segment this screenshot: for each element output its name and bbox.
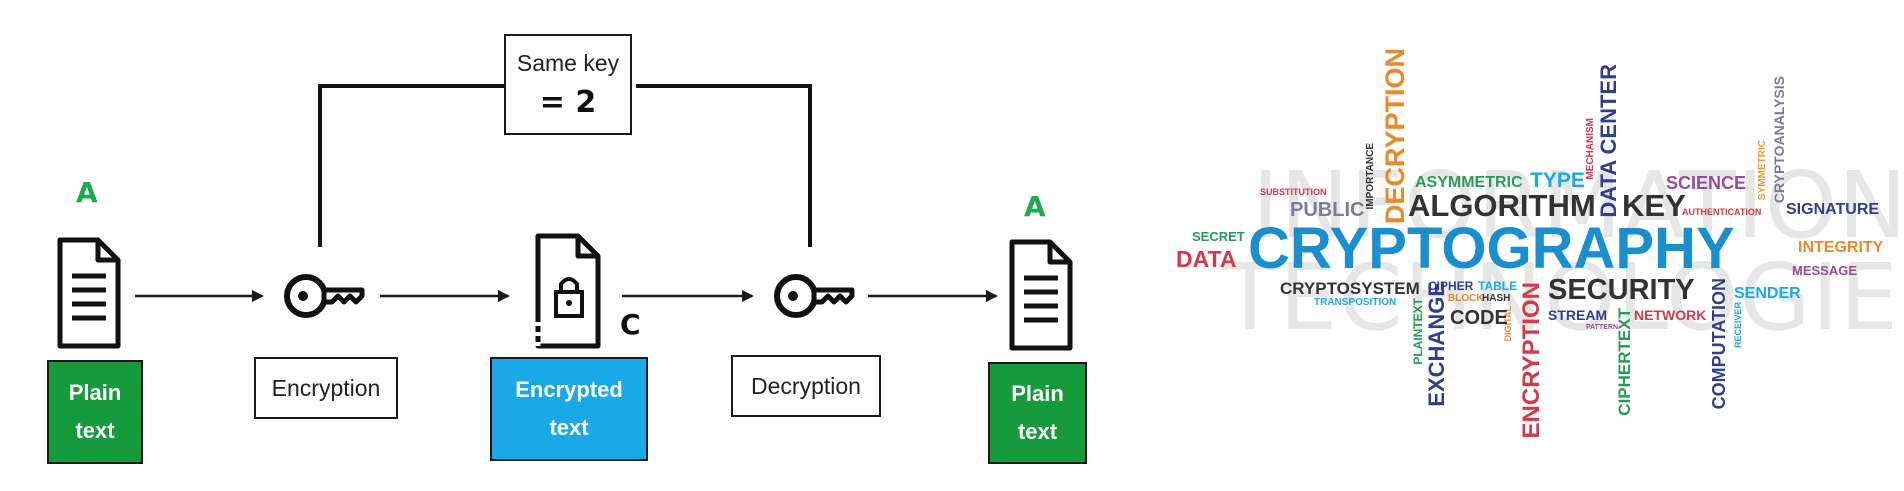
key-value: = 2 <box>539 84 597 120</box>
plain-text-line1: Plain <box>68 380 122 405</box>
encryption-diagram <box>57 84 1073 351</box>
cloud-word: SYMMETRIC <box>1757 140 1768 200</box>
encryption-label: Encryption <box>271 374 381 401</box>
key-link-line-right <box>636 84 812 247</box>
cloud-word: ALGORITHM <box>1408 188 1596 223</box>
ciphertext-letter: C <box>620 308 641 341</box>
plain-text-line1: Plain <box>1011 381 1064 406</box>
plaintext-letter-left: A <box>76 176 98 209</box>
key-icon <box>284 274 365 318</box>
cloud-word: SIGNATURE <box>1786 201 1880 218</box>
decryption-label-box: Decryption <box>731 355 881 417</box>
cloud-word: DECRYPTION <box>1380 48 1410 225</box>
cloud-word: HASH <box>1482 293 1511 304</box>
same-key-box: Same key = 2 <box>504 34 632 135</box>
cloud-word: PLAINTEXT <box>1411 298 1425 365</box>
cloud-word: SECRET <box>1192 229 1245 244</box>
cloud-word: MECHANISM <box>1585 118 1596 180</box>
cloud-word: INTEGRITY <box>1798 239 1884 256</box>
cloud-word: IMPORTANCE <box>1365 143 1376 210</box>
cloud-word: KEY <box>1622 188 1686 223</box>
word-cloud: INFORMATION TECHNOLOGIES DECRYPTION IMPO… <box>1160 0 1904 491</box>
cloud-word: MESSAGE <box>1792 263 1858 278</box>
cloud-word: NETWORK <box>1634 307 1707 323</box>
cloud-word: ASYMMETRIC <box>1415 174 1523 191</box>
cloud-word: BLOCK <box>1448 293 1484 304</box>
plain-text-box-right: Plain text <box>988 362 1087 464</box>
locked-document-icon <box>535 233 601 349</box>
document-icon <box>57 237 121 349</box>
cloud-word: SCIENCE <box>1666 173 1747 193</box>
encryption-label-box: Encryption <box>254 357 398 419</box>
cloud-word: CRYPTOSYSTEM <box>1280 279 1420 298</box>
cloud-word: SENDER <box>1734 285 1801 302</box>
decryption-label: Decryption <box>751 372 861 399</box>
cloud-word: TRANSPOSITION <box>1314 297 1397 308</box>
same-key-label: Same key <box>516 49 620 76</box>
cloud-word: TYPE <box>1530 169 1585 192</box>
cloud-word: RECEIVER <box>1733 302 1743 349</box>
cloud-word: SUBSTITUTION <box>1260 187 1327 197</box>
cloud-word: STREAM <box>1548 307 1608 323</box>
cloud-word: ENCRYPTION <box>1518 282 1545 439</box>
cloud-word: CRYPTOGRAPHY <box>1248 216 1735 281</box>
cloud-word: DATA <box>1176 246 1237 272</box>
plain-text-line2: text <box>75 418 115 443</box>
encrypted-text-box: Encrypted text <box>490 357 648 461</box>
cloud-word: CRYPTOANALYSIS <box>1771 76 1787 204</box>
key-icon <box>774 274 855 318</box>
cloud-word: CIPHERTEXT <box>1615 308 1634 416</box>
background-word: TECHNOLOGIES <box>1222 244 1904 351</box>
cloud-word: AUTHENTICATION <box>1682 207 1762 217</box>
cloud-word: DATA CENTER <box>1596 64 1621 218</box>
cloud-word: COMPUTATION <box>1709 278 1729 410</box>
key-link-line-left <box>318 84 505 247</box>
plaintext-letter-right: A <box>1024 190 1046 223</box>
plain-text-line2: text <box>1017 419 1058 444</box>
cloud-word: PUBLIC <box>1290 199 1365 221</box>
document-icon <box>1009 239 1073 351</box>
cloud-word: CODE <box>1450 307 1508 329</box>
cloud-word: TABLE <box>1478 279 1518 293</box>
encrypted-text-line2: text <box>549 415 589 440</box>
cloud-word: PATTERN <box>1586 324 1619 331</box>
cloud-word: EXCHANGE <box>1424 282 1449 407</box>
cloud-word: CIPHER <box>1428 279 1474 293</box>
encrypted-text-line1: Encrypted <box>515 377 623 402</box>
cloud-word: SECURITY <box>1548 274 1695 306</box>
plain-text-box-left: Plain text <box>47 360 143 464</box>
background-word: INFORMATION <box>1252 152 1904 259</box>
